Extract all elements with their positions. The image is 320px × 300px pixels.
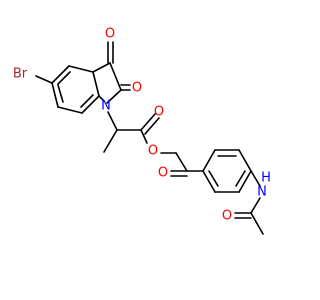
bond <box>238 170 252 193</box>
atom-o-acetyl: O <box>222 209 232 224</box>
structure-diagram: Br N O O O O O H N O <box>13 27 271 235</box>
bond <box>92 71 100 97</box>
atom-o-ester: O <box>148 144 158 159</box>
bond <box>238 149 252 172</box>
bond <box>140 113 156 131</box>
bond <box>208 170 219 187</box>
atom-br: Br <box>13 67 28 82</box>
bond <box>98 95 105 102</box>
atom-n-ring: N <box>101 99 111 114</box>
atom-n-amide: N <box>257 185 267 200</box>
bond <box>35 75 53 84</box>
bond <box>57 106 83 114</box>
bond <box>250 170 261 187</box>
bond <box>107 111 118 131</box>
atom-o-ketone-top: O <box>105 27 115 42</box>
atom-h: H <box>261 171 271 186</box>
bond <box>92 62 111 73</box>
bond <box>250 212 264 235</box>
atom-labels: Br N O O O O O H N O <box>13 27 271 224</box>
bond <box>140 129 148 144</box>
bond <box>51 82 59 108</box>
bond <box>68 65 94 73</box>
atom-o-ester-carbonyl: O <box>154 105 164 120</box>
bond <box>57 84 64 103</box>
atom-o-lactam: O <box>132 81 142 96</box>
bond <box>81 95 100 114</box>
bond <box>202 149 216 172</box>
bond <box>80 94 94 108</box>
bond <box>175 152 188 172</box>
bonds <box>35 41 264 235</box>
bond <box>144 117 160 135</box>
bond <box>109 62 122 91</box>
molecule-canvas: Br N O O O O O H N O <box>13 27 271 235</box>
bond <box>103 129 118 153</box>
atom-o-ketone: O <box>158 166 168 181</box>
bond <box>57 71 71 85</box>
bond <box>250 197 261 214</box>
bond <box>202 170 216 193</box>
bond <box>51 65 70 84</box>
bond <box>235 170 246 187</box>
bond <box>106 89 122 104</box>
